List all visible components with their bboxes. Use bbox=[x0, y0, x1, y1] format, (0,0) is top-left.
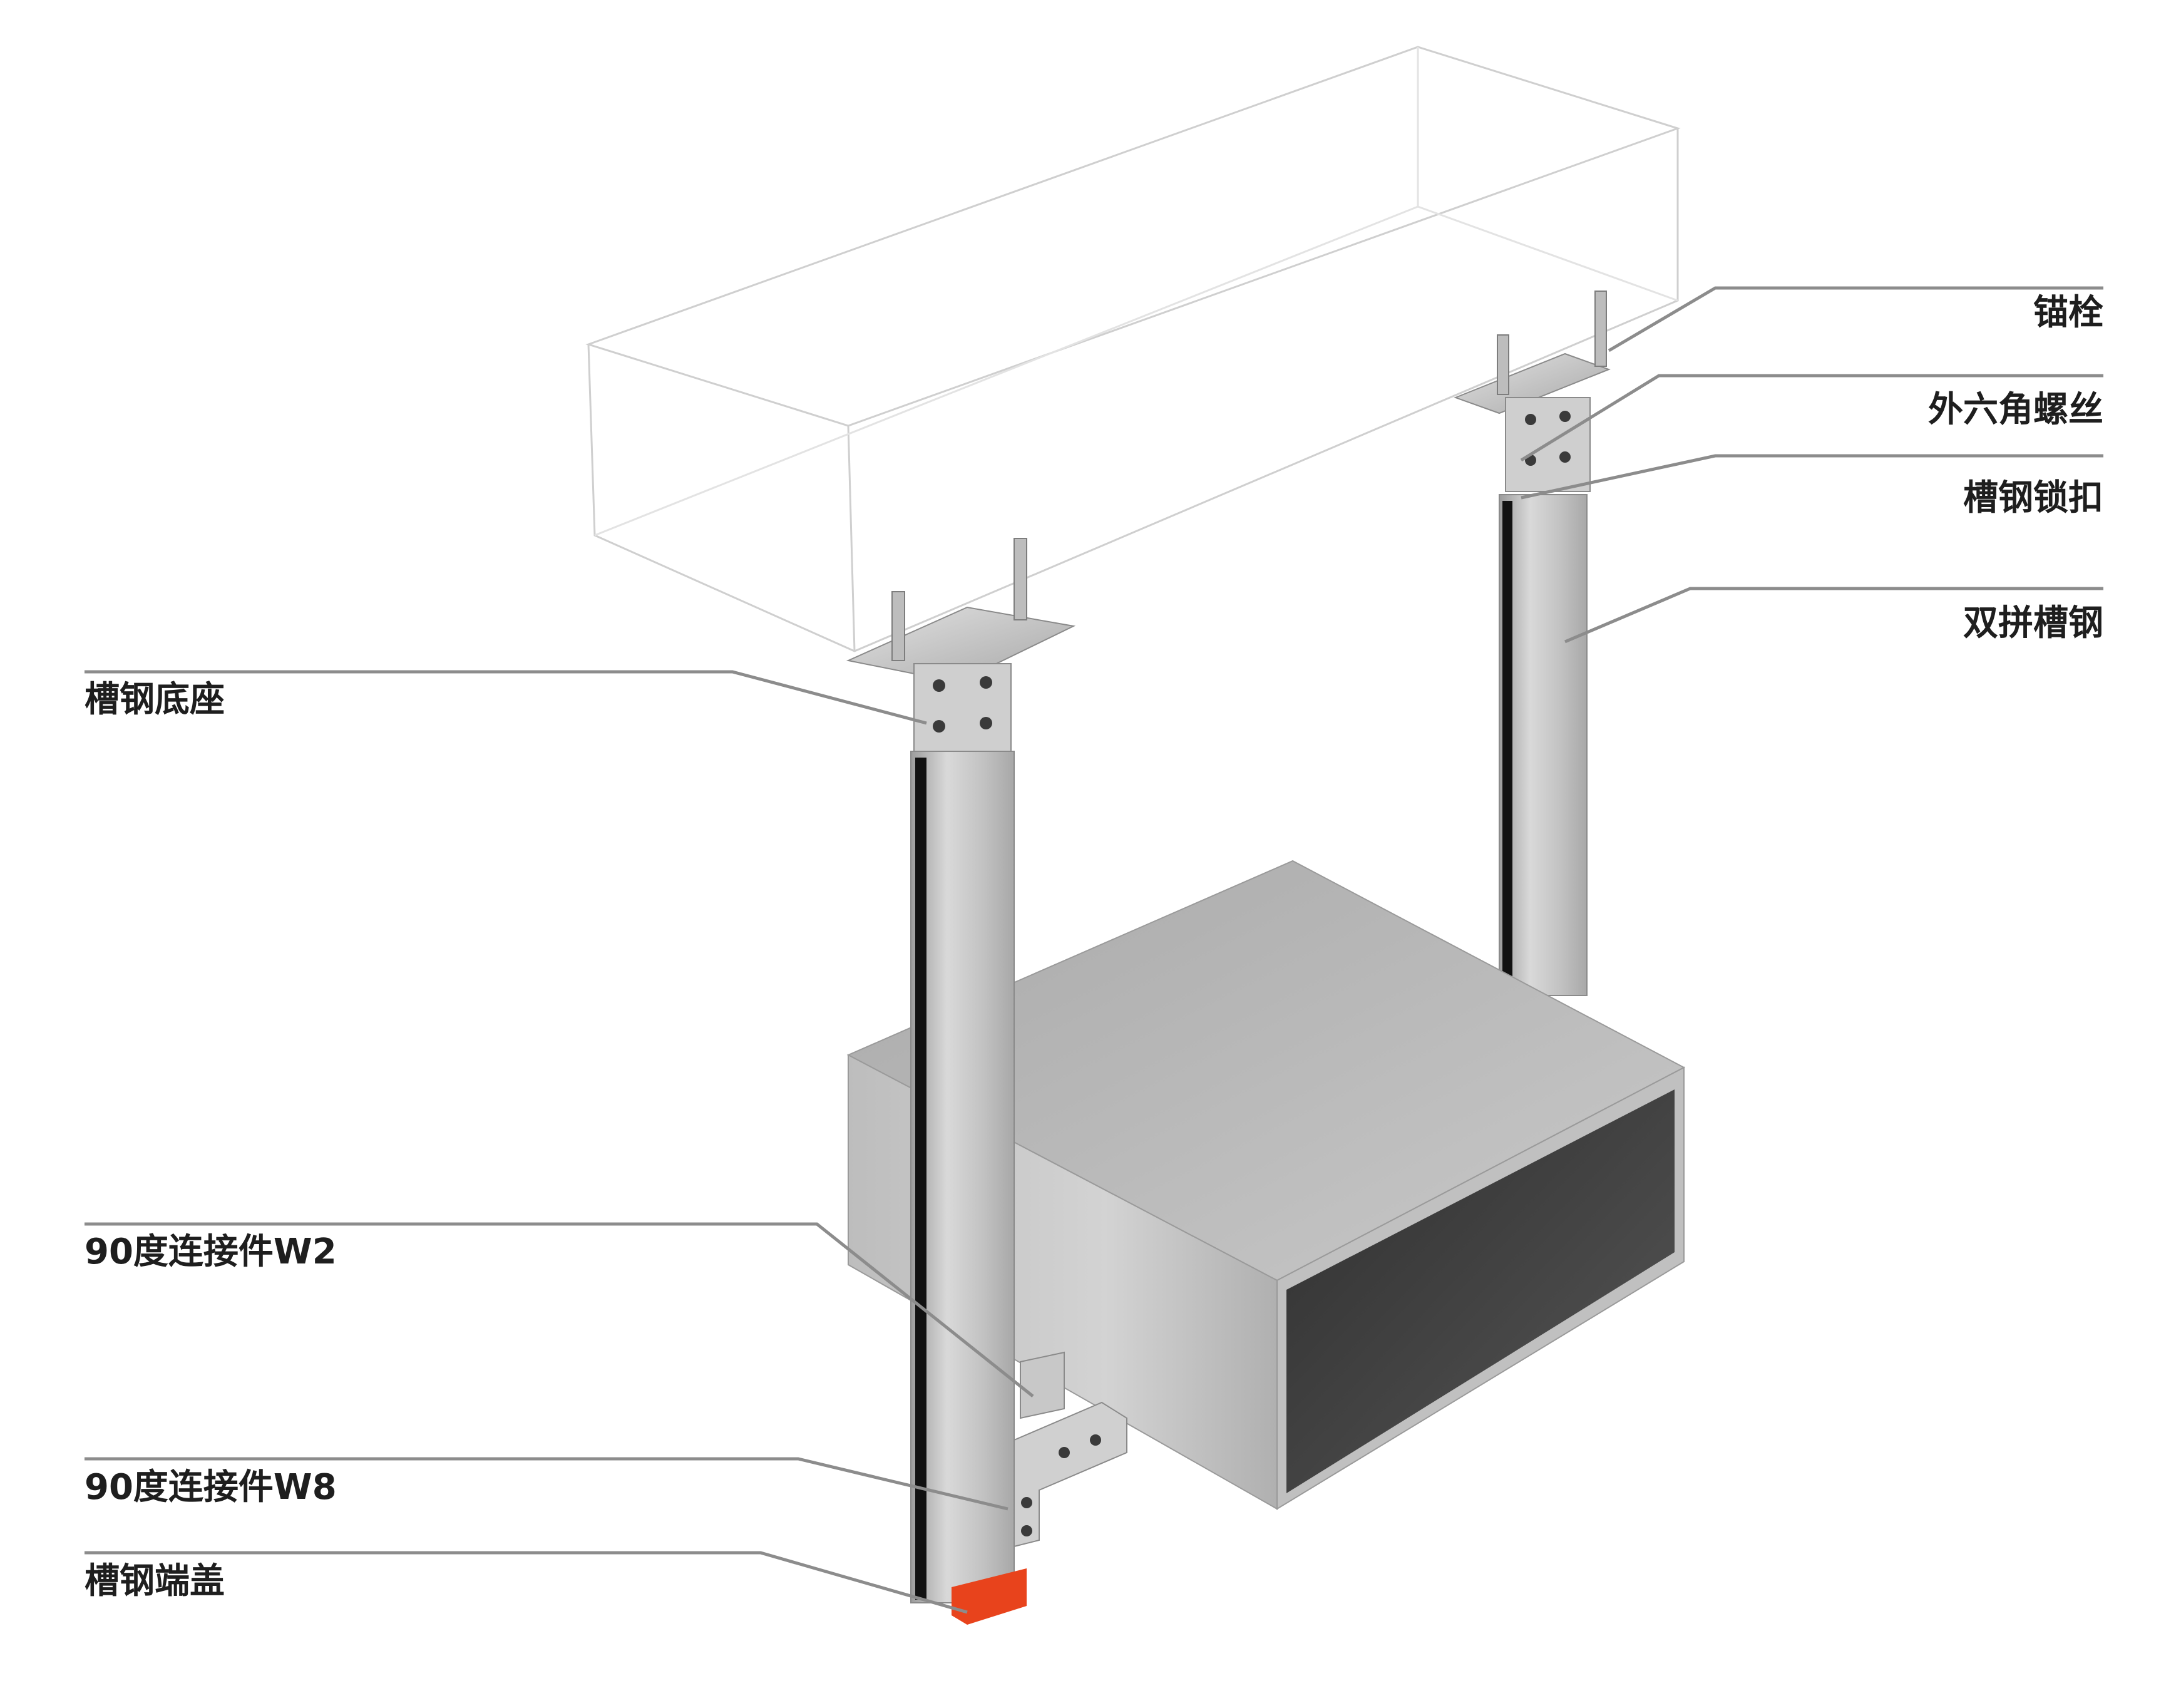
label-double-channel: 双拼槽钢 bbox=[1963, 603, 2103, 644]
left-anchor-bolt-1 bbox=[891, 591, 905, 661]
leader-end-cap bbox=[85, 1551, 968, 1614]
leader-double-channel bbox=[1564, 587, 2103, 644]
base-bolt-hole bbox=[933, 720, 945, 733]
left-channel-slot bbox=[915, 758, 926, 1600]
base-bolt-hole bbox=[980, 717, 992, 729]
right-hanger bbox=[1454, 291, 1611, 996]
leader-lines bbox=[85, 286, 2103, 1614]
ceiling-slab-outline bbox=[585, 46, 1681, 652]
leader-hex-bolt bbox=[1520, 374, 2103, 462]
base-bolt-hole bbox=[980, 676, 992, 689]
connector-bolt-hole bbox=[1059, 1447, 1070, 1458]
connector-w2-part bbox=[1020, 1351, 1065, 1419]
right-double-channel bbox=[1499, 494, 1588, 996]
leader-anchor-bolt bbox=[1608, 286, 2103, 352]
channel-end-cap bbox=[952, 1568, 1027, 1625]
connector-bolt-hole bbox=[1021, 1497, 1032, 1508]
leader-channel-lock bbox=[1521, 454, 2103, 500]
right-channel-slot bbox=[1502, 501, 1512, 989]
right-anchor-bolt-2 bbox=[1594, 291, 1607, 367]
left-double-channel bbox=[910, 751, 1015, 1603]
leader-connector-w2 bbox=[85, 1222, 1034, 1397]
label-channel-lock: 槽钢锁扣 bbox=[1963, 478, 2103, 518]
label-anchor-bolt: 锚栓 bbox=[2033, 292, 2103, 333]
connector-w8-part bbox=[1014, 1401, 1127, 1548]
hex-bolt-hole bbox=[1525, 414, 1536, 425]
left-anchor-bolt-2 bbox=[1014, 538, 1027, 620]
right-base-plate bbox=[1454, 352, 1611, 414]
left-hanger bbox=[846, 538, 1127, 1625]
connector-bolt-hole bbox=[1090, 1434, 1101, 1446]
base-bolt-hole bbox=[933, 679, 945, 692]
left-base-block bbox=[913, 663, 1012, 752]
right-anchor-bolt-1 bbox=[1497, 334, 1509, 395]
label-hex-bolt: 外六角螺丝 bbox=[1928, 389, 2103, 430]
leader-connector-w8 bbox=[85, 1457, 1008, 1511]
duct-inside bbox=[1286, 1089, 1675, 1493]
hex-bolt-hole bbox=[1559, 411, 1571, 422]
connector-bolt-hole bbox=[1021, 1525, 1032, 1536]
hex-bolt-hole bbox=[1559, 451, 1571, 463]
label-connector-w8: 90度连接件W8 bbox=[85, 1467, 337, 1508]
label-end-cap: 槽钢端盖 bbox=[85, 1561, 225, 1602]
leader-channel-base bbox=[85, 670, 927, 725]
label-connector-w2: 90度连接件W2 bbox=[85, 1232, 337, 1272]
label-channel-base: 槽钢底座 bbox=[85, 679, 225, 720]
